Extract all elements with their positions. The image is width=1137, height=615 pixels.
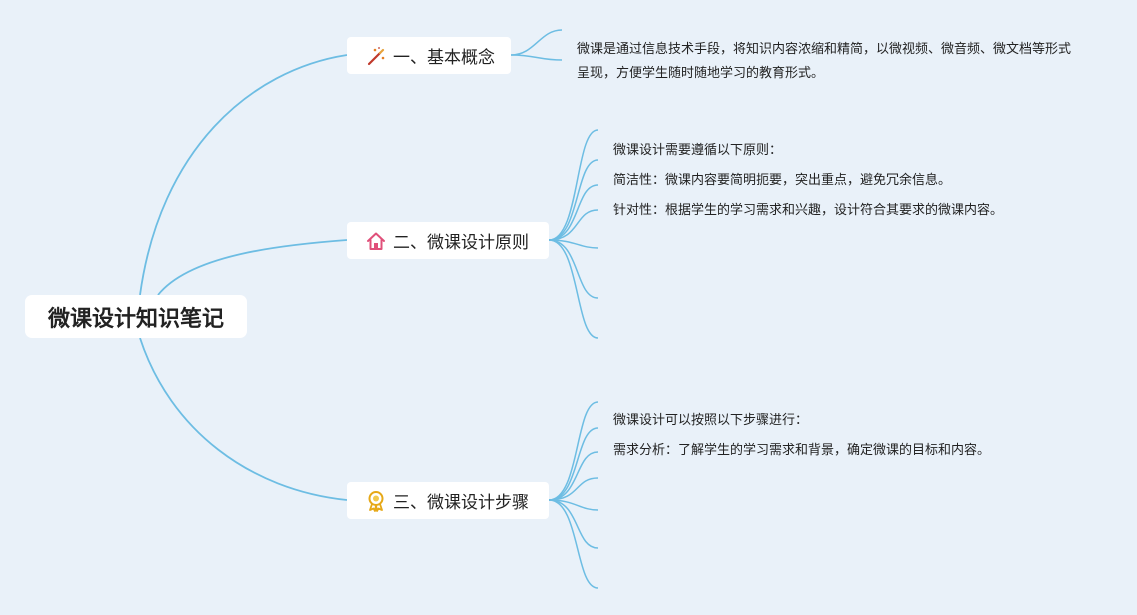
leaf-principles-intro: 微课设计需要遵循以下原则： [613,143,783,158]
link-topic-1-leaf-b [510,54,563,61]
link-topic-2-branches [548,129,599,339]
link-root-topic-1 [139,54,348,296]
topic-design-principles[interactable]: 二、微课设计原则 [347,222,549,259]
home-icon [367,232,385,250]
link-topic-3-branches [548,401,599,589]
leaf-step-needs-analysis: 需求分析：了解学生的学习需求和背景，确定微课的目标和内容。 [613,443,991,458]
topic-2-label: 二、微课设计原则 [393,233,529,253]
award-ribbon-icon [368,490,384,512]
root-node[interactable]: 微课设计知识笔记 [25,295,247,338]
topic-basic-concept[interactable]: 一、基本概念 [347,37,511,74]
leaf-concept-definition: 微课是通过信息技术手段，将知识内容浓缩和精简，以微视频、微音频、微文档等形式呈现… [577,42,1072,81]
topic-1-label: 一、基本概念 [393,48,495,68]
topic-design-steps[interactable]: 三、微课设计步骤 [347,482,549,519]
topic-3-label: 三、微课设计步骤 [393,493,529,513]
leaf-steps-intro: 微课设计可以按照以下步骤进行： [613,413,809,428]
root-label: 微课设计知识笔记 [47,306,224,332]
magic-wand-icon [367,46,385,65]
link-topic-1-leaf-a [510,29,563,56]
leaf-principle-conciseness: 简洁性：微课内容要简明扼要，突出重点，避免冗余信息。 [613,173,952,188]
link-root-topic-2 [157,239,348,296]
leaf-principle-targeting: 针对性：根据学生的学习需求和兴趣，设计符合其要求的微课内容。 [613,203,1004,218]
link-root-topic-3 [139,337,348,501]
